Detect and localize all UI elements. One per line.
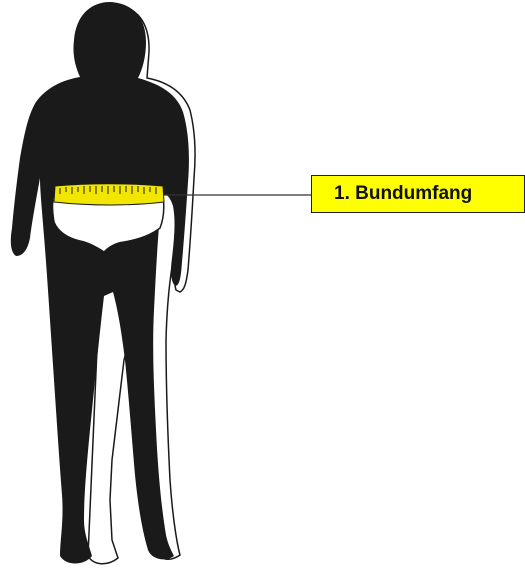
measurement-label: 1. Bundumfang [311,175,525,213]
measurement-label-text: 1. Bundumfang [334,183,472,205]
measuring-tape [54,184,164,205]
